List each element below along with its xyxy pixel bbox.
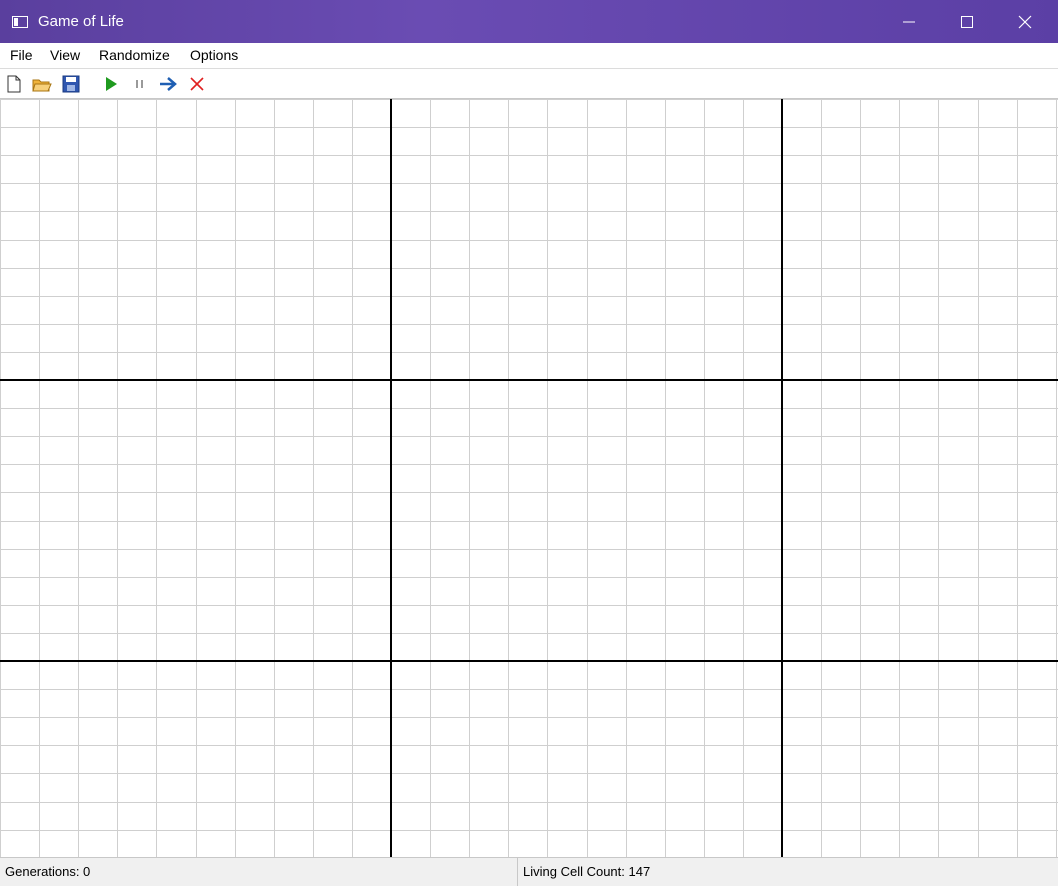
maximize-icon <box>961 15 973 28</box>
toolbar <box>0 69 1058 99</box>
life-grid[interactable] <box>0 99 1058 857</box>
clear-x-icon <box>190 77 204 91</box>
close-button[interactable] <box>996 0 1054 43</box>
menu-bar: File View Randomize Options <box>0 43 1058 69</box>
clear-button[interactable] <box>187 74 207 94</box>
pause-icon <box>136 80 143 88</box>
living-count-status: Living Cell Count: 147 <box>523 864 651 879</box>
maximize-button[interactable] <box>938 0 996 43</box>
menu-file[interactable]: File <box>10 47 33 63</box>
save-button[interactable] <box>61 74 81 94</box>
new-file-icon <box>7 75 21 93</box>
pause-button[interactable] <box>130 74 150 94</box>
play-icon <box>106 77 117 91</box>
menu-view[interactable]: View <box>50 47 81 63</box>
title-bar: Game of Life <box>0 0 1058 43</box>
play-button[interactable] <box>101 74 121 94</box>
window-title: Game of Life <box>38 13 124 30</box>
open-folder-icon <box>32 79 52 92</box>
minimize-button[interactable] <box>880 0 938 43</box>
new-button[interactable] <box>4 74 24 94</box>
open-button[interactable] <box>32 74 52 94</box>
grid-canvas[interactable] <box>0 99 1058 857</box>
step-button[interactable] <box>158 74 178 94</box>
minimize-icon <box>903 21 915 22</box>
generations-status: Generations: 0 <box>0 858 518 886</box>
save-disk-icon <box>62 75 80 93</box>
menu-randomize[interactable]: Randomize <box>99 47 170 63</box>
status-bar: Generations: 0 Living Cell Count: 147 <box>0 857 1058 886</box>
menu-options[interactable]: Options <box>190 47 239 63</box>
arrow-right-icon <box>160 77 177 91</box>
close-icon <box>1018 15 1032 28</box>
app-window-icon <box>12 16 28 28</box>
